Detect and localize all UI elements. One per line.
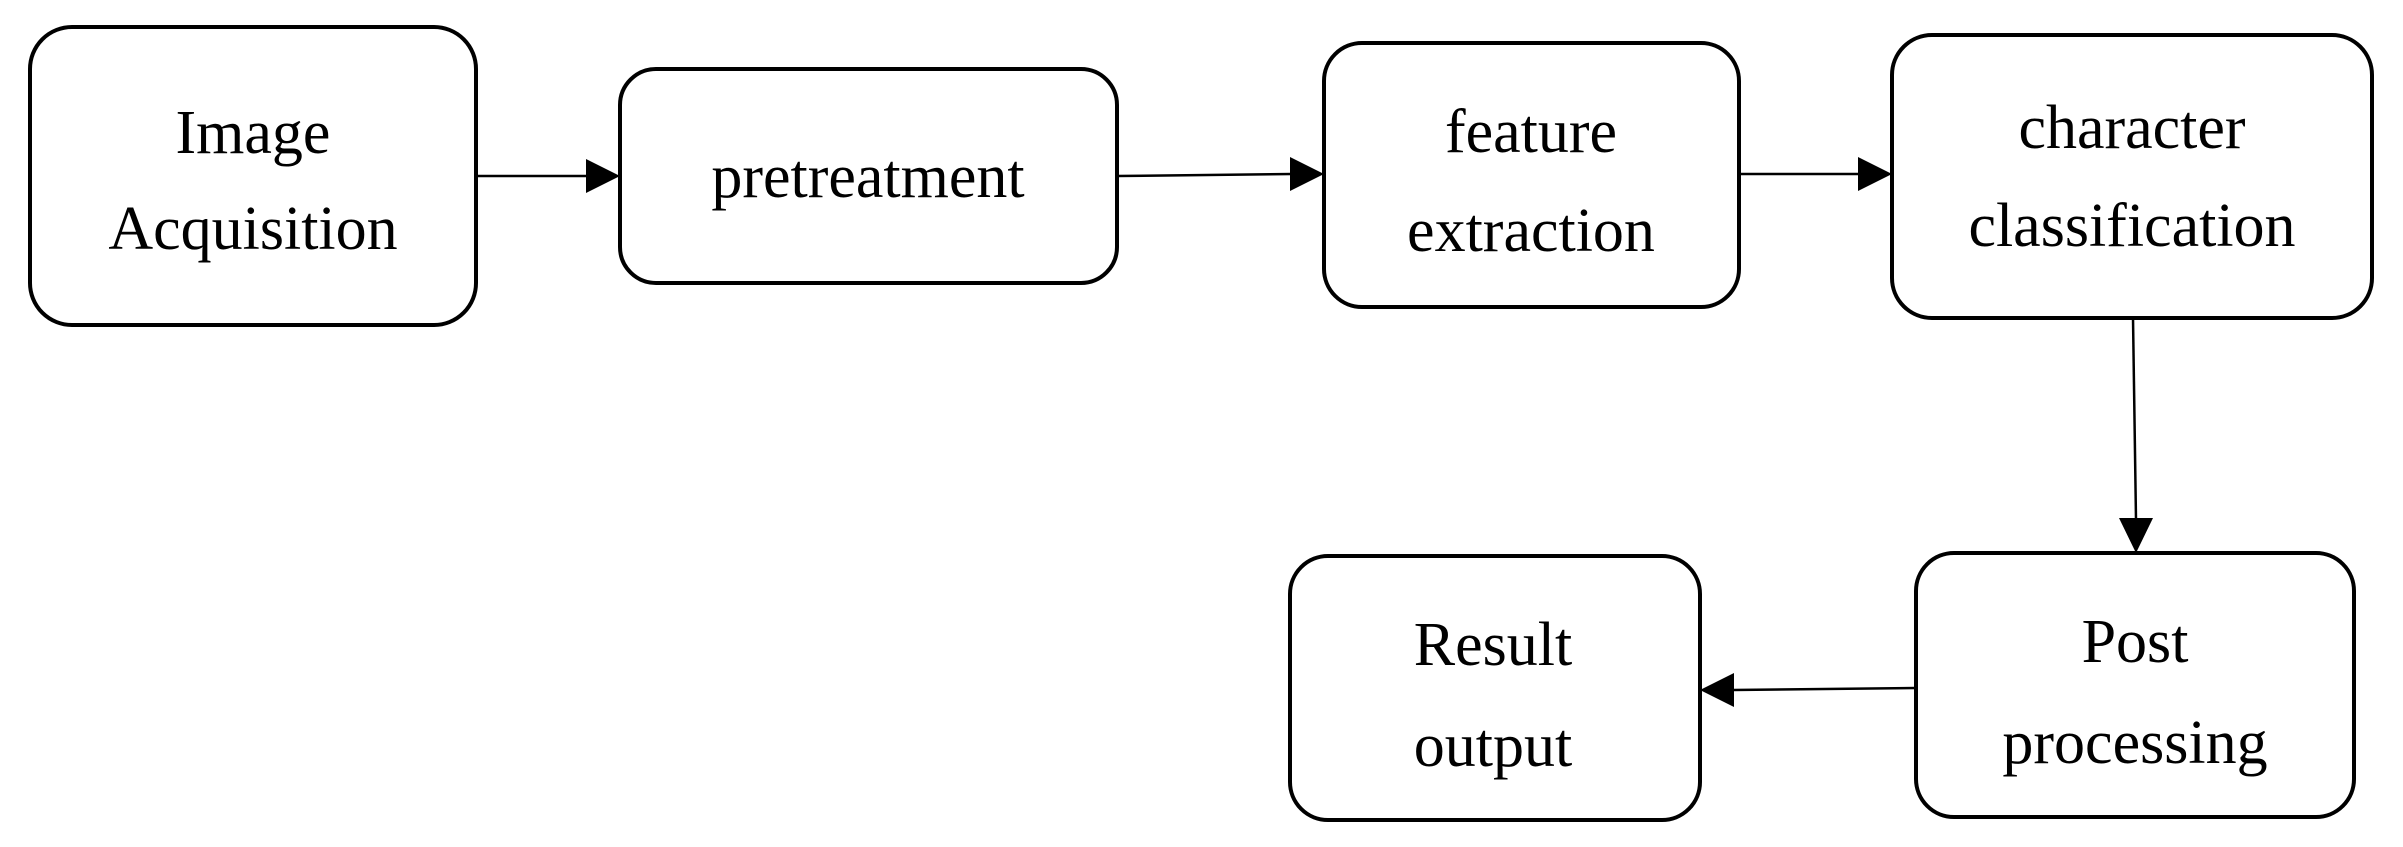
- edge-character-classification-to-post-processing: [2119, 317, 2153, 553]
- arrowhead-icon: [586, 159, 620, 193]
- edge-feature-extraction-to-character-classification: [1739, 157, 1892, 191]
- node-label: character: [2018, 94, 2245, 162]
- node-image-acquisition: Image Acquisition: [28, 25, 478, 327]
- arrowhead-icon: [2119, 518, 2153, 553]
- node-label: classification: [1968, 192, 2295, 260]
- node-post-processing: Post processing: [1914, 551, 2356, 819]
- node-label: feature: [1445, 98, 1617, 166]
- node-result-output: Result output: [1288, 554, 1702, 822]
- node-character-classification: character classification: [1890, 33, 2374, 320]
- edge-image-acquisition-to-pretreatment: [476, 159, 620, 193]
- node-label: pretreatment: [711, 143, 1024, 211]
- node-feature-extraction: feature extraction: [1322, 41, 1741, 309]
- node-label: Acquisition: [108, 195, 397, 263]
- edge-post-processing-to-result-output: [1700, 673, 1917, 707]
- arrowhead-icon: [1700, 673, 1734, 707]
- node-label: extraction: [1407, 197, 1655, 265]
- node-label: Image: [176, 99, 331, 167]
- arrowhead-icon: [1858, 157, 1892, 191]
- node-label: Post: [2082, 608, 2189, 676]
- node-label: Result: [1414, 611, 1572, 679]
- node-pretreatment: pretreatment: [618, 67, 1119, 285]
- node-label: output: [1414, 712, 1572, 780]
- arrowhead-icon: [1290, 157, 1324, 191]
- edge-pretreatment-to-feature-extraction: [1116, 157, 1324, 191]
- node-label: processing: [2002, 709, 2267, 777]
